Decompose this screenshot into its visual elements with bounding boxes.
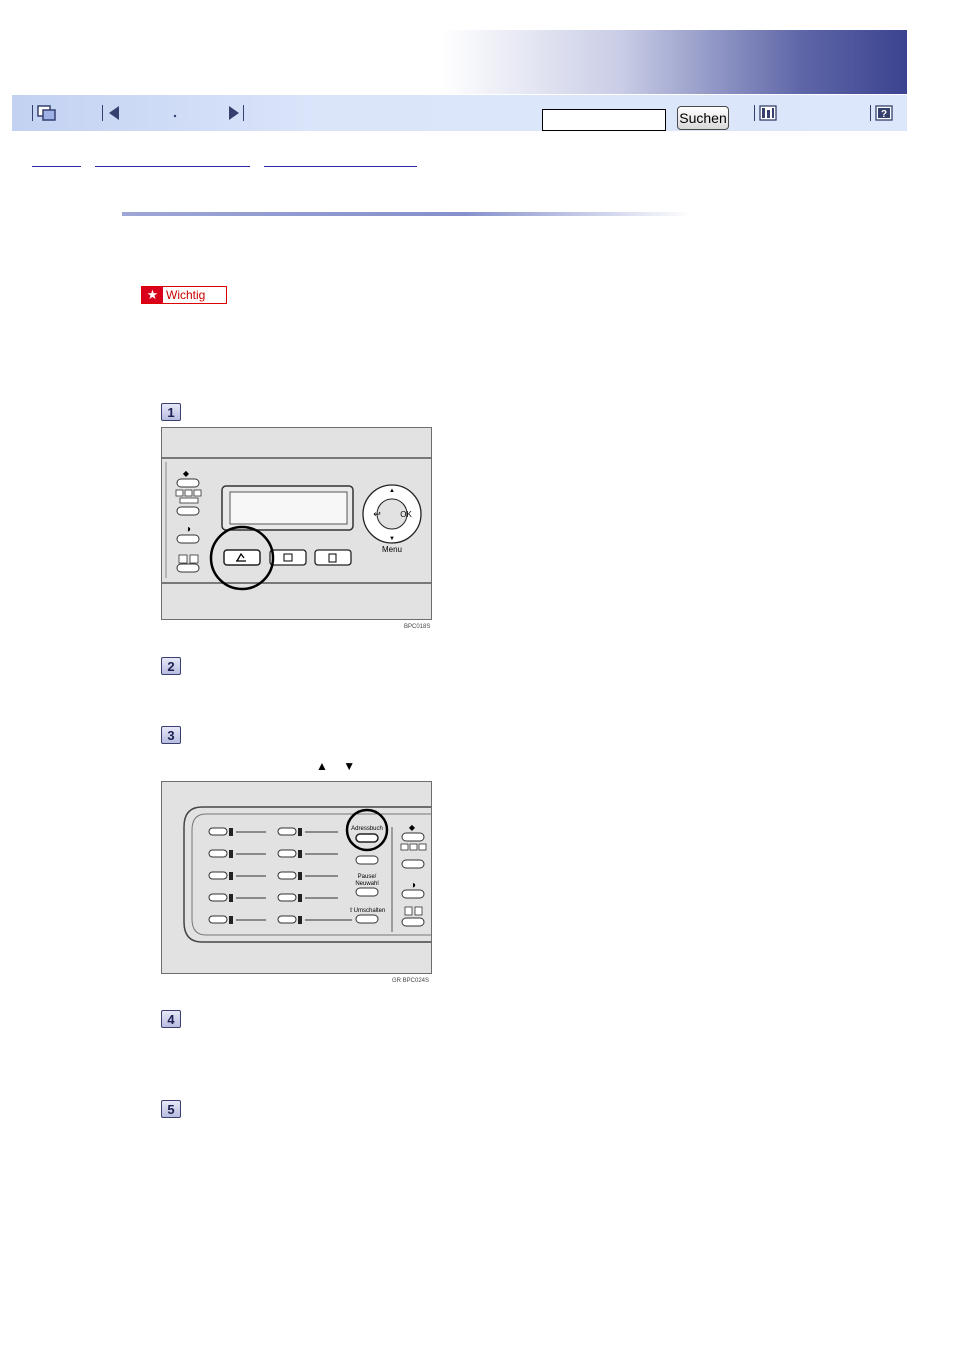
figure-code-1: BPC018S xyxy=(404,624,431,630)
heading-rule xyxy=(122,212,692,216)
umschalten-label: ⇧Umschalten xyxy=(349,907,386,914)
arrow-left-icon xyxy=(109,106,119,120)
control-panel-figure-2: Adressbuch Pause/ Neuwahl ⇧Umschalten ◆ … xyxy=(161,781,432,974)
arrow-right-icon xyxy=(229,106,239,120)
search-input[interactable] xyxy=(542,109,666,131)
nav-separator xyxy=(754,105,755,121)
address-book-panel-illustration: Adressbuch Pause/ Neuwahl ⇧Umschalten ◆ … xyxy=(162,782,431,973)
nav-separator xyxy=(870,105,871,121)
glossary-icon xyxy=(759,105,777,121)
nav-bar: Suchen ? xyxy=(12,95,907,131)
svg-text:▼: ▼ xyxy=(389,536,395,542)
control-panel-figure-1: ◆ ◑ ▲ ▼ ↩ OK Menu xyxy=(161,427,432,620)
svg-text:◆: ◆ xyxy=(183,469,190,478)
adressbuch-label: Adressbuch xyxy=(351,826,383,832)
nav-separator xyxy=(102,105,103,121)
help-icon[interactable]: ? xyxy=(870,103,893,123)
step-number-4: 4 xyxy=(161,1010,181,1028)
question-icon: ? xyxy=(875,105,893,121)
header-banner xyxy=(12,30,907,94)
step-number-5: 5 xyxy=(161,1100,181,1118)
arrow-keys-text: ▲ ▼ xyxy=(316,759,362,773)
previous-page-icon[interactable] xyxy=(102,103,121,123)
figure-code-2: GR BPC024S xyxy=(392,978,430,984)
next-page-icon[interactable] xyxy=(228,103,248,123)
svg-text:◑: ◑ xyxy=(410,880,416,891)
search-button[interactable]: Suchen xyxy=(677,106,729,130)
ok-label: OK xyxy=(400,510,412,519)
breadcrumb-link-3[interactable] xyxy=(264,166,417,167)
nav-separator xyxy=(32,105,33,121)
breadcrumb-link-1[interactable] xyxy=(32,166,81,167)
neuwahl-label: Neuwahl xyxy=(355,881,378,887)
svg-text:◑: ◑ xyxy=(185,524,191,535)
svg-text:?: ? xyxy=(881,109,887,120)
svg-text:↩: ↩ xyxy=(373,509,381,519)
star-icon: ★ xyxy=(142,287,163,303)
breadcrumb-link-2[interactable] xyxy=(95,166,250,167)
copy-icon[interactable] xyxy=(32,103,57,123)
nav-separator xyxy=(243,105,244,121)
step-number-1: 1 xyxy=(161,403,181,421)
page-dot-icon xyxy=(172,105,178,125)
svg-text:▲: ▲ xyxy=(389,488,395,494)
index-icon[interactable] xyxy=(754,103,777,123)
windows-icon xyxy=(37,105,56,121)
important-label: Wichtig xyxy=(166,288,206,302)
step-number-3: 3 xyxy=(161,726,181,744)
svg-text:◆: ◆ xyxy=(409,823,416,832)
important-notice: ★ Wichtig xyxy=(141,286,227,304)
pause-label: Pause/ xyxy=(358,874,377,880)
control-panel-illustration: ◆ ◑ ▲ ▼ ↩ OK Menu xyxy=(162,428,431,619)
step-number-2: 2 xyxy=(161,657,181,675)
menu-label: Menu xyxy=(382,545,402,554)
